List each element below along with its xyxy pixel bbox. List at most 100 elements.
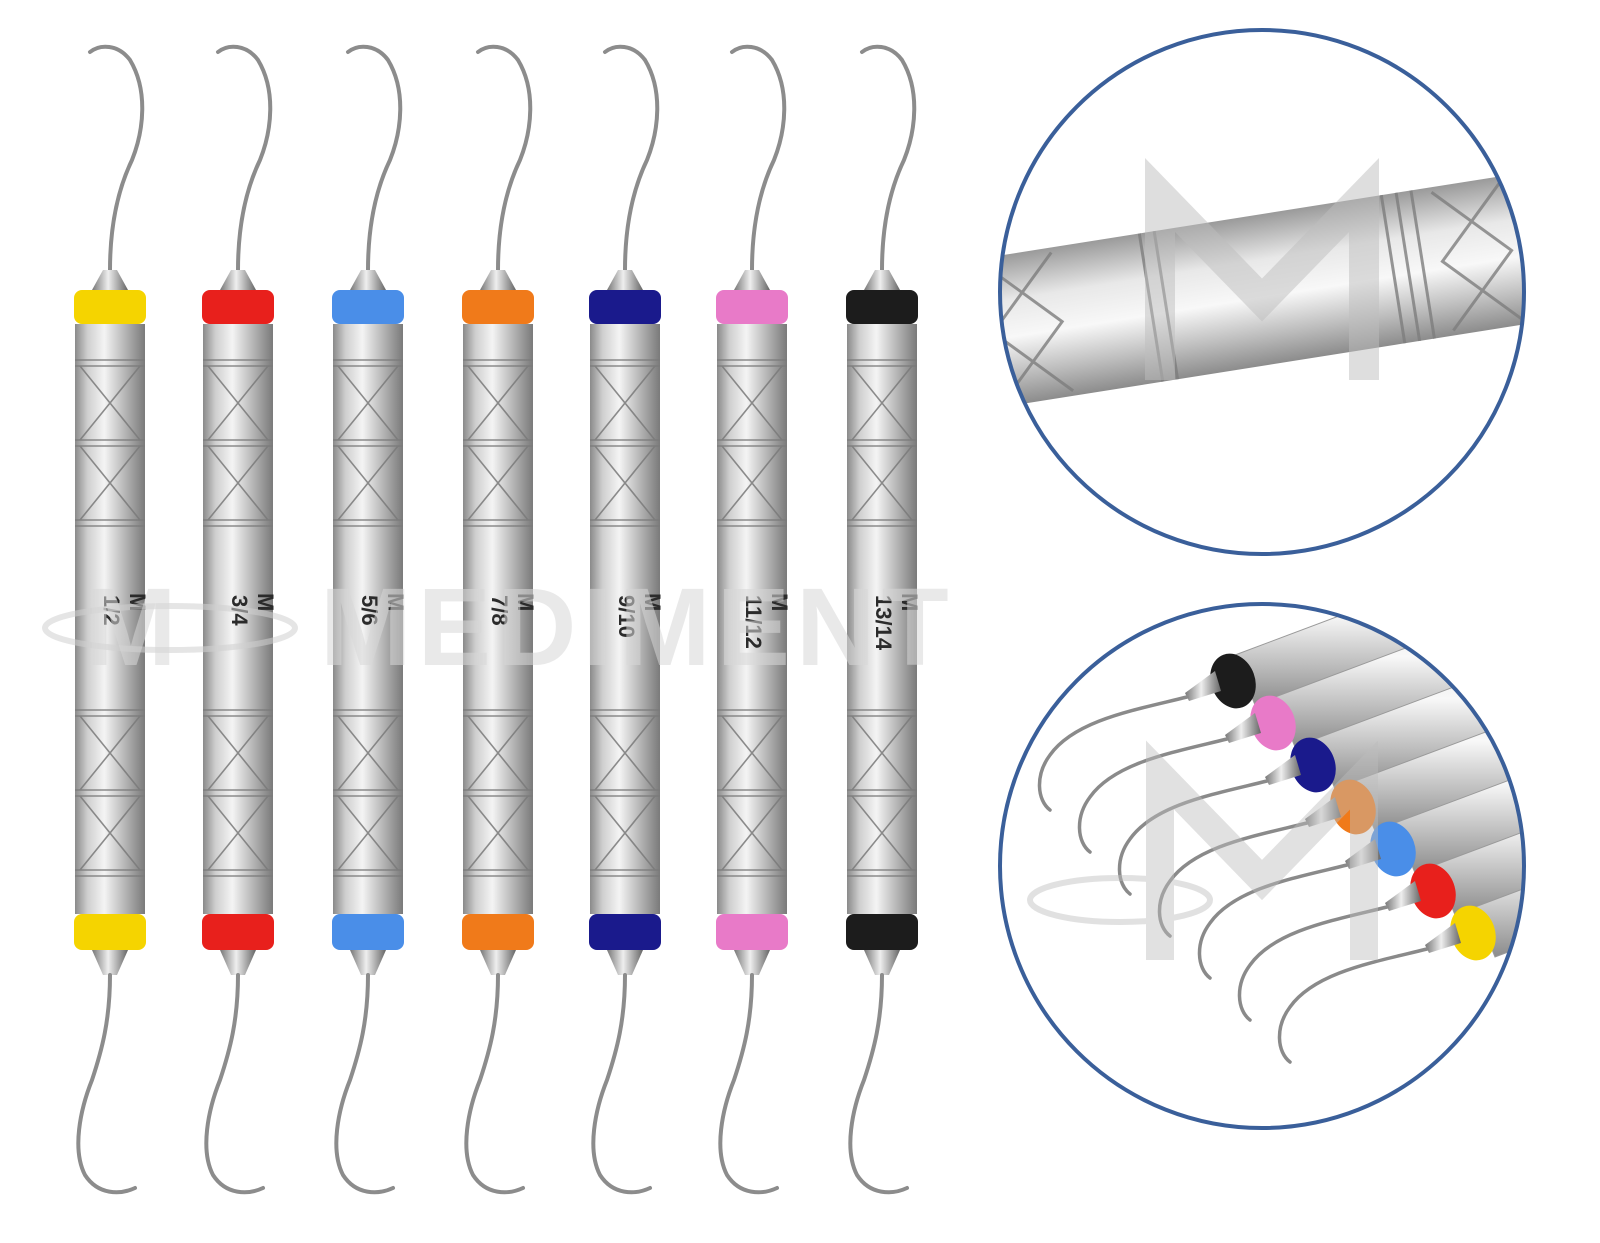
size-label: 5/6 xyxy=(357,595,382,626)
handle-label: M11/12 xyxy=(741,593,792,649)
lower-color-ring xyxy=(716,914,788,950)
closeup-tip xyxy=(1117,779,1269,896)
lower-tip xyxy=(464,973,525,1195)
upper-tip xyxy=(88,44,145,272)
closeup-tip xyxy=(1197,863,1349,980)
upper-tip xyxy=(476,44,533,272)
tips-closeup-inset xyxy=(998,602,1526,1130)
lower-cone xyxy=(92,950,128,975)
inset-bottom-border xyxy=(998,602,1526,1130)
lower-color-ring xyxy=(202,914,274,950)
watermark-logo-mark: M xyxy=(85,566,183,689)
closeup-cone xyxy=(1385,881,1421,911)
handle xyxy=(75,324,145,914)
closeup-cone xyxy=(1265,755,1301,785)
closeup-color-ring xyxy=(1410,863,1456,919)
closeup-tip xyxy=(1277,947,1429,1064)
closeup-color-ring xyxy=(1330,779,1376,835)
closeup-instrument-3 xyxy=(1197,672,1524,980)
upper-cone xyxy=(220,270,256,290)
upper-color-ring xyxy=(462,290,534,324)
handle xyxy=(203,324,273,914)
upper-color-ring xyxy=(716,290,788,324)
closeup-color-ring xyxy=(1370,821,1416,877)
instrument-4: M7/8 xyxy=(462,44,538,1195)
lower-cone xyxy=(734,950,770,975)
handle-logo: M xyxy=(513,593,538,611)
upper-cone xyxy=(92,270,128,290)
upper-cone xyxy=(734,270,770,290)
closeup-tip xyxy=(1157,821,1309,938)
inset-bottom-watermark xyxy=(1027,740,1378,960)
lower-color-ring xyxy=(74,914,146,950)
lower-cone xyxy=(480,950,516,975)
lower-tip xyxy=(204,973,265,1195)
upper-tip xyxy=(346,44,403,272)
lower-tip xyxy=(718,973,779,1195)
lower-color-ring xyxy=(846,914,918,950)
handle-label: M9/10 xyxy=(614,593,665,638)
closeup-instrument-1 xyxy=(1277,756,1524,1064)
lower-color-ring xyxy=(589,914,661,950)
upper-cone xyxy=(607,270,643,290)
handle-logo: M xyxy=(767,593,792,611)
instrument-7: M13/14 xyxy=(846,44,922,1195)
closeup-cone xyxy=(1345,839,1381,869)
closeup-tip xyxy=(1077,737,1229,854)
instrument-3: M5/6 xyxy=(332,44,408,1195)
handle-label: M5/6 xyxy=(357,593,408,626)
instrument-2: M3/4 xyxy=(202,44,278,1195)
handle-engraving xyxy=(333,359,403,877)
handle xyxy=(463,324,533,914)
closeup-instrument-4 xyxy=(1157,630,1524,938)
lower-tip xyxy=(848,973,909,1195)
lower-cone xyxy=(350,950,386,975)
size-label: 9/10 xyxy=(614,595,639,638)
upper-cone xyxy=(480,270,516,290)
inset-top-border xyxy=(998,28,1526,556)
handle-logo: M xyxy=(897,593,922,611)
lower-tip xyxy=(76,973,137,1195)
handle xyxy=(590,324,660,914)
instrument-6: M11/12 xyxy=(716,44,792,1195)
upper-tip xyxy=(730,44,787,272)
lower-tip xyxy=(591,973,652,1195)
upper-color-ring xyxy=(589,290,661,324)
upper-cone xyxy=(350,270,386,290)
mediment-watermark: M MEDIMENT xyxy=(42,566,955,689)
instrument-5: M9/10 xyxy=(589,44,665,1195)
closeup-instrument-5 xyxy=(1117,604,1524,896)
lower-color-ring xyxy=(462,914,534,950)
closeup-cone xyxy=(1425,923,1461,953)
closeup-color-ring xyxy=(1250,695,1296,751)
handle-engraving xyxy=(75,359,145,877)
closeup-cone xyxy=(1185,671,1221,701)
upper-color-ring xyxy=(74,290,146,324)
inset-m-watermark xyxy=(1145,158,1379,380)
handle-engraving xyxy=(717,359,787,877)
size-label: 13/14 xyxy=(871,595,896,651)
closeup-cone xyxy=(1305,797,1341,827)
upper-tip xyxy=(603,44,660,272)
closeup-color-ring xyxy=(1210,653,1256,709)
closeup-color-ring xyxy=(1290,737,1336,793)
closeup-cone xyxy=(1225,713,1261,743)
handle xyxy=(847,324,917,914)
lower-cone xyxy=(607,950,643,975)
handle-closeup-inset xyxy=(998,28,1526,556)
lower-cone xyxy=(864,950,900,975)
handle xyxy=(717,324,787,914)
closeup-instrument-2 xyxy=(1237,714,1524,1022)
watermark-brand-text: MEDIMENT xyxy=(320,566,955,689)
handle xyxy=(333,324,403,914)
handle-logo: M xyxy=(253,593,278,611)
handle-label: M13/14 xyxy=(871,593,922,651)
upper-cone xyxy=(864,270,900,290)
upper-color-ring xyxy=(332,290,404,324)
upper-tip xyxy=(216,44,273,272)
closeup-tip xyxy=(1037,695,1189,812)
upper-color-ring xyxy=(202,290,274,324)
lower-cone xyxy=(220,950,256,975)
